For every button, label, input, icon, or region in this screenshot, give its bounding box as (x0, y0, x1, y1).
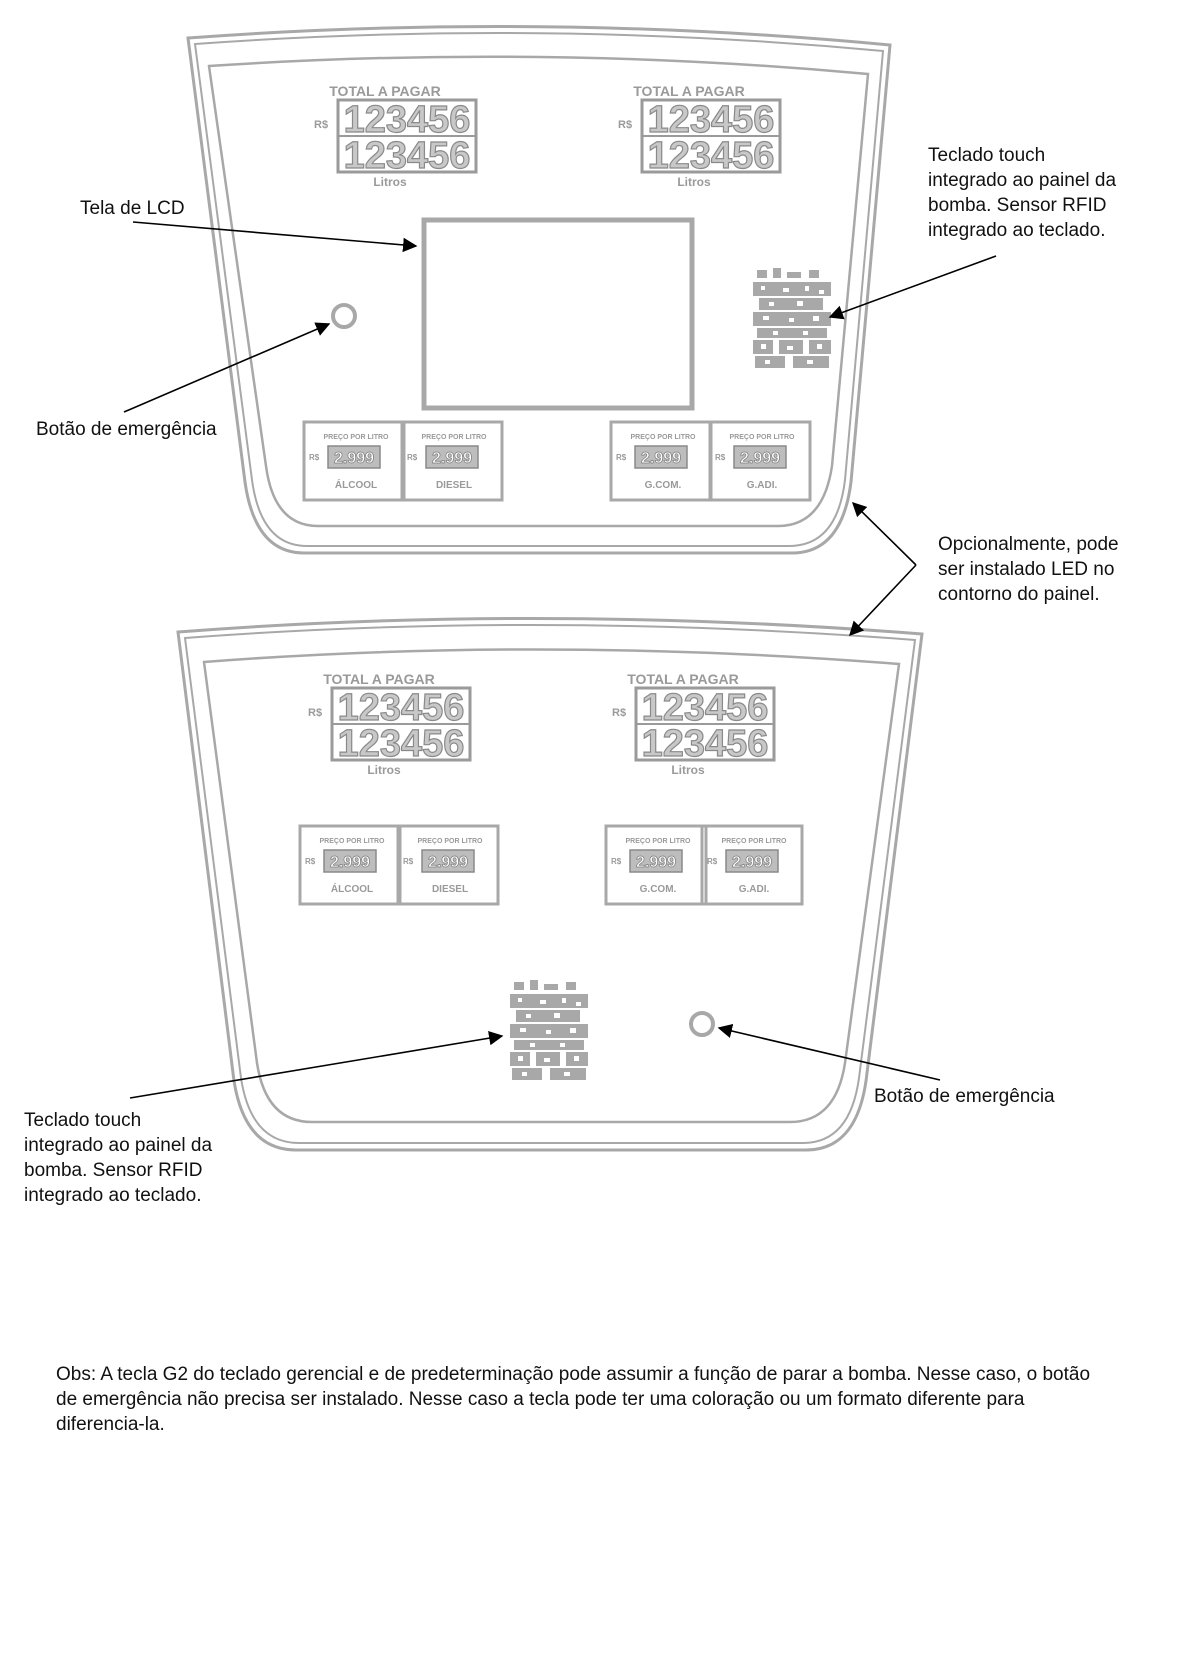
top-panel (186, 25, 892, 555)
observation-line: diferencia-la. (56, 1414, 165, 1435)
top-panel-inner-outline (207, 55, 870, 528)
label-led-note: Opcionalmente, pode ser instalado LED no… (938, 532, 1119, 607)
label-lcd: Tela de LCD (80, 198, 185, 219)
bottom-panel-outer-outline (176, 617, 924, 1152)
top-panel-outer-outline (186, 25, 892, 555)
keypad-bottom[interactable] (510, 980, 588, 1082)
price-box-top-1 (302, 420, 406, 502)
price-box-top-4 (708, 420, 812, 502)
keypad-top[interactable] (753, 268, 831, 370)
label-keypad-bottom-line: integrado ao teclado. (24, 1185, 202, 1206)
bottom-panel-inner-outline (202, 648, 901, 1124)
emergency-button-top[interactable] (331, 303, 357, 329)
label-keypad-bottom: Teclado touch integrado ao painel da bom… (24, 1108, 212, 1208)
price-box-top-3 (609, 420, 713, 502)
bottom-total-display-left (306, 669, 472, 779)
observation-line: de emergência não precisa ser instalado.… (56, 1389, 1025, 1410)
top-panel-outer-outline-inner (193, 32, 885, 547)
bottom-panel (176, 617, 924, 1152)
label-keypad-top-line: bomba. Sensor RFID (928, 195, 1107, 216)
top-total-display-left (312, 81, 478, 191)
label-keypad-top-line: integrado ao painel da (928, 170, 1117, 191)
label-led-note-line: contorno do painel. (938, 584, 1100, 605)
label-led-note-line: ser instalado LED no (938, 559, 1115, 580)
arrow-led-top (851, 501, 917, 566)
price-box-bottom-1 (298, 824, 402, 906)
arrow-emergency-bottom (717, 1023, 941, 1081)
price-box-bottom-4 (700, 824, 804, 906)
label-emergency-bottom: Botão de emergência (874, 1086, 1055, 1107)
label-keypad-top: Teclado touch integrado ao painel da bom… (928, 143, 1116, 243)
price-box-bottom-3 (604, 824, 708, 906)
label-emergency-top: Botão de emergência (36, 419, 217, 440)
price-box-bottom-2 (396, 824, 500, 906)
observation-note: Obs: A tecla G2 do teclado gerencial e d… (56, 1362, 1146, 1437)
arrow-emergency-top (123, 322, 331, 413)
arrow-led-bottom (849, 564, 917, 637)
label-keypad-bottom-line: integrado ao painel da (24, 1135, 213, 1156)
bottom-panel-outer-outline-inner (183, 624, 917, 1144)
arrow-keypad-bottom (129, 1031, 504, 1099)
lcd-screen (421, 217, 695, 411)
top-total-display-right (616, 81, 782, 191)
arrow-lcd (132, 221, 418, 253)
bottom-total-display-right (610, 669, 776, 779)
label-keypad-top-line: Teclado touch (928, 145, 1046, 166)
observation-line: Obs: A tecla G2 do teclado gerencial e d… (56, 1364, 1091, 1385)
callout-arrows (123, 221, 997, 1099)
label-led-note-line: Opcionalmente, pode (938, 534, 1119, 555)
label-keypad-bottom-line: bomba. Sensor RFID (24, 1160, 203, 1181)
arrow-keypad-top (828, 255, 997, 320)
label-keypad-top-line: integrado ao teclado. (928, 220, 1106, 241)
label-keypad-bottom-line: Teclado touch (24, 1110, 142, 1131)
price-box-top-2 (400, 420, 504, 502)
emergency-button-bottom[interactable] (689, 1011, 715, 1037)
